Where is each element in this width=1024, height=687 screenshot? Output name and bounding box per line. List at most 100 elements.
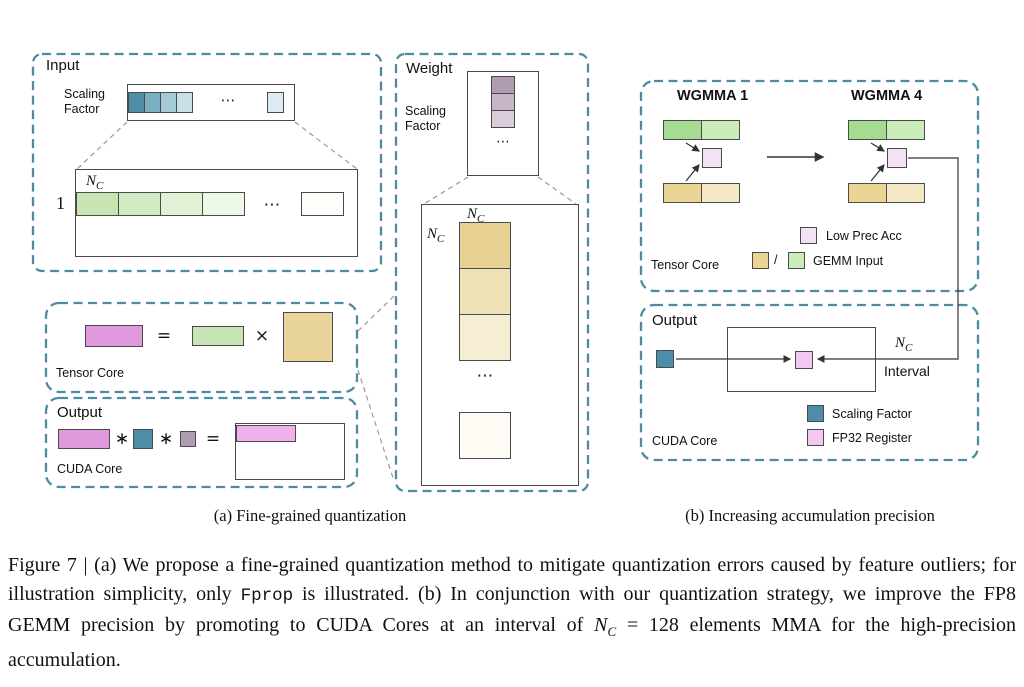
text-segment: is illustrated. (b) In conjunction with …	[8, 583, 1016, 636]
wgmma1-gemm-input-bottom	[663, 183, 740, 203]
weight-column-cells	[459, 222, 511, 361]
scaling-label-line2: Factor	[64, 102, 100, 116]
input-row-tail-cell	[301, 192, 344, 216]
weight-zoom-line-right	[537, 176, 577, 205]
nc-c: C	[905, 342, 913, 354]
cell	[160, 92, 177, 113]
cell	[202, 192, 245, 216]
scaling-label-line2: Factor	[405, 119, 441, 133]
weight-column-tail-cell	[459, 412, 511, 459]
text-segment: Figure 7 | (a) We propose a fine-grained…	[8, 554, 1016, 605]
legend-low-prec-label: Low Prec Acc	[826, 229, 902, 243]
text-segment: = 128 elements MMA for the high-precisio…	[8, 614, 1016, 671]
weight-scaling-factor-label: Scaling Factor	[405, 104, 446, 134]
tensor-weight-zoom-line-bottom	[357, 369, 395, 482]
legend-fp32-label: FP32 Register	[832, 431, 912, 445]
input-row-ellipsis: ⋯	[263, 195, 281, 215]
scaling-label-line1: Scaling	[64, 87, 105, 101]
tensor-core-b-label: Tensor Core	[651, 258, 720, 272]
input-zoom-line-left	[76, 121, 128, 170]
cell	[491, 110, 515, 128]
cuda-core-b-label: CUDA Core	[652, 434, 718, 448]
wgmma1-low-prec-acc-tile	[702, 148, 722, 168]
nc-c: C	[96, 180, 104, 192]
legend-fp32-swatch	[807, 429, 824, 446]
wgmma1-label: WGMMA 1	[677, 88, 749, 104]
wgmma1-gemm-input-top	[663, 120, 740, 140]
output-a-title: Output	[57, 404, 103, 421]
input-scaling-cells	[128, 92, 193, 113]
row-index-label: 1	[56, 193, 65, 213]
weight-title: Weight	[406, 60, 453, 77]
input-scaling-factor-label: Scaling Factor	[64, 87, 105, 117]
cell	[301, 192, 344, 216]
nc-n: N	[895, 335, 906, 351]
weight-scaling-ellipsis: ⋯	[496, 134, 510, 150]
output-b-scaling-tile	[656, 350, 674, 368]
nc-label-weight-left: NC	[427, 226, 444, 245]
tensor-core-weight-tile	[283, 312, 333, 362]
panel-b-caption: (b) Increasing accumulation precision	[685, 506, 935, 525]
wgmma4-arrow-top	[870, 142, 885, 152]
tensor-core-input-tile	[192, 326, 244, 346]
cuda-core-label: CUDA Core	[57, 462, 123, 476]
cell	[848, 183, 887, 203]
cell	[459, 222, 511, 269]
weight-scaling-cells	[491, 76, 515, 128]
cell	[459, 268, 511, 315]
nc-n: N	[86, 173, 97, 189]
tensor-core-label: Tensor Core	[56, 366, 125, 380]
cell	[76, 192, 119, 216]
legend-gemm-tan-swatch	[752, 252, 769, 269]
asterisk-sign: ∗	[114, 429, 130, 449]
cell	[886, 120, 925, 140]
equals-sign: =	[205, 429, 221, 449]
tensor-weight-zoom-line-top	[357, 295, 395, 332]
wgmma4-label: WGMMA 4	[851, 88, 923, 104]
figure-caption: Figure 7 | (a) We propose a fine-grained…	[8, 551, 1016, 675]
cell	[118, 192, 161, 216]
cell	[663, 183, 702, 203]
cell	[459, 412, 511, 459]
cell	[144, 92, 161, 113]
nc-interval-label: NC	[895, 335, 912, 354]
input-row-cells	[76, 192, 245, 216]
cell	[886, 183, 925, 203]
tensor-core-accumulator-tile	[85, 325, 143, 347]
scaling-label-line1: Scaling	[405, 104, 446, 118]
equals-sign: =	[156, 326, 172, 346]
cell	[701, 120, 740, 140]
cell	[491, 93, 515, 111]
legend-slash: /	[774, 253, 778, 267]
cell	[176, 92, 193, 113]
legend-scaling-swatch	[807, 405, 824, 422]
weight-zoom-line-left	[423, 176, 469, 205]
cell	[267, 92, 284, 113]
fp32-register-tile	[795, 351, 813, 369]
output-b-title: Output	[652, 312, 698, 329]
nc-n: N	[467, 206, 478, 222]
wgmma4-low-prec-acc-tile	[887, 148, 907, 168]
output-input-scale-tile	[133, 429, 153, 449]
output-result-tile	[236, 425, 296, 442]
legend-gemm-label: GEMM Input	[813, 254, 884, 268]
input-scaling-ellipsis: ⋯	[220, 91, 236, 109]
output-weight-scale-tile	[180, 431, 196, 447]
input-scaling-tail-cell	[267, 92, 284, 113]
wgmma1-arrow-bottom	[685, 164, 700, 182]
nc-c: C	[437, 233, 445, 245]
wgmma4-arrow-bottom	[870, 164, 885, 182]
cell	[848, 120, 887, 140]
text-segment: N	[594, 614, 608, 636]
nc-label-input: NC	[86, 173, 103, 192]
cell	[459, 314, 511, 361]
panel-a-caption: (a) Fine-grained quantization	[213, 506, 407, 525]
cell	[128, 92, 145, 113]
cell	[701, 183, 740, 203]
output-accumulator-tile	[58, 429, 110, 449]
weight-column-ellipsis: ⋯	[476, 366, 494, 386]
cell	[491, 76, 515, 94]
times-sign: ×	[254, 326, 270, 346]
interval-label: Interval	[884, 363, 930, 379]
